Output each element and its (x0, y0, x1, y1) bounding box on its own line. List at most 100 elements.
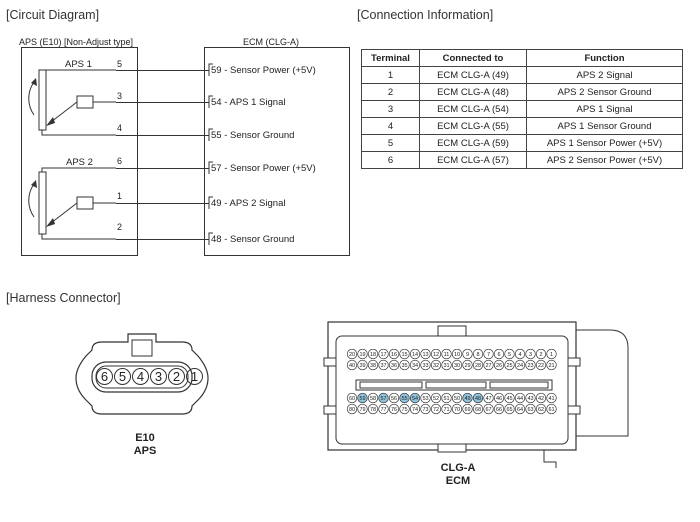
svg-text:65: 65 (506, 407, 512, 413)
wire-pin3 (116, 102, 209, 103)
svg-text:21: 21 (548, 363, 554, 369)
e10-pin: 4 (132, 368, 149, 385)
header-terminal: Terminal (361, 49, 420, 67)
svg-text:66: 66 (496, 407, 502, 413)
ecm-pin-76: 76 (388, 403, 400, 415)
ecm-pin-11: 11 (441, 349, 452, 360)
svg-text:31: 31 (443, 363, 449, 369)
harness-connector-heading: [Harness Connector] (6, 291, 121, 305)
header-function: Function (526, 49, 683, 67)
aps1-label: APS 1 (65, 59, 92, 70)
svg-text:75: 75 (401, 407, 407, 413)
svg-text:12: 12 (433, 352, 439, 358)
svg-text:9: 9 (466, 352, 469, 358)
ecm-pin-35: 35 (399, 359, 410, 371)
ecm-pin-2: 2 (535, 349, 547, 360)
ecm-pin-34: 34 (409, 359, 421, 371)
ecm-pin-54: 54 (409, 392, 421, 404)
svg-text:6: 6 (497, 352, 500, 358)
pin-number-5: 5 (117, 59, 123, 69)
svg-text:70: 70 (454, 407, 460, 413)
svg-text:44: 44 (517, 396, 523, 402)
pin-number-4: 4 (117, 123, 123, 133)
ecm-pin-6: 6 (493, 349, 505, 360)
ecm-pin-53: 53 (420, 392, 431, 404)
ecm-pin-56: 56 (388, 392, 400, 404)
svg-text:52: 52 (433, 396, 439, 402)
ecm-pin-60: 60 (346, 392, 358, 404)
pin-number-6: 6 (117, 156, 123, 166)
ecm-pin-72: 72 (430, 403, 442, 415)
svg-text:33: 33 (422, 363, 428, 369)
svg-text:37: 37 (380, 363, 386, 369)
cell-connected-to: ECM CLG-A (48) (419, 83, 527, 101)
ecm-pin-39: 39 (357, 359, 368, 371)
ecm-pin-73: 73 (420, 403, 431, 415)
svg-text:36: 36 (391, 363, 397, 369)
ecm-pin-42: 42 (535, 392, 547, 404)
aps-sensor-box (21, 47, 138, 256)
wire-pin1 (116, 203, 209, 204)
svg-text:76: 76 (391, 407, 397, 413)
svg-text:79: 79 (359, 407, 365, 413)
e10-pin: 5 (114, 368, 131, 385)
ecm-pin-57: 57 (378, 392, 389, 404)
ecm-pin-10: 10 (451, 349, 463, 360)
pin-number-2: 2 (117, 222, 123, 232)
ecm-pin-63: 63 (525, 403, 536, 415)
svg-text:43: 43 (527, 396, 533, 402)
svg-text:74: 74 (412, 407, 418, 413)
ecm-pin-24: 24 (514, 359, 526, 371)
svg-text:29: 29 (464, 363, 470, 369)
cell-connected-to: ECM CLG-A (55) (419, 117, 527, 135)
svg-text:25: 25 (506, 363, 512, 369)
svg-text:47: 47 (485, 396, 491, 402)
ecm-pin-79: 79 (357, 403, 368, 415)
svg-text:32: 32 (433, 363, 439, 369)
ecm-pin-44: 44 (514, 392, 526, 404)
cell-function: APS 1 Sensor Ground (526, 117, 683, 135)
svg-text:10: 10 (454, 352, 460, 358)
svg-text:50: 50 (454, 396, 460, 402)
svg-text:2: 2 (539, 352, 542, 358)
ecm-pin-75: 75 (399, 403, 410, 415)
ecm-pin-59: 59 (357, 392, 368, 404)
cell-connected-to: ECM CLG-A (49) (419, 66, 527, 84)
ecm-pin-18: 18 (367, 349, 379, 360)
svg-text:24: 24 (517, 363, 523, 369)
cell-function: APS 2 Sensor Power (+5V) (526, 151, 683, 169)
ecm-pin-5: 5 (504, 349, 515, 360)
ecm-pin-55: 55 (399, 392, 410, 404)
ecm-pin-33: 33 (420, 359, 431, 371)
svg-text:80: 80 (349, 407, 355, 413)
svg-text:30: 30 (454, 363, 460, 369)
ecm-pin-80: 80 (346, 403, 358, 415)
svg-text:13: 13 (422, 352, 428, 358)
ecm-pin-62: 62 (535, 403, 547, 415)
ecm-pin-61: 61 (546, 403, 557, 415)
ecm-pin-40: 40 (346, 359, 358, 371)
ecm-pin-55: 55 - Sensor Ground (211, 130, 295, 141)
ecm-pin-23: 23 (525, 359, 536, 371)
ecm-pin-58: 58 (367, 392, 379, 404)
svg-text:3: 3 (529, 352, 532, 358)
ecm-pin-36: 36 (388, 359, 400, 371)
svg-text:28: 28 (475, 363, 481, 369)
cell-terminal: 6 (361, 151, 420, 169)
svg-text:53: 53 (422, 396, 428, 402)
svg-text:45: 45 (506, 396, 512, 402)
svg-text:38: 38 (370, 363, 376, 369)
ecm-pin-49: 49 (462, 392, 473, 404)
svg-text:39: 39 (359, 363, 365, 369)
ecm-pin-8: 8 (472, 349, 484, 360)
circuit-diagram-heading: [Circuit Diagram] (6, 8, 100, 22)
svg-text:8: 8 (476, 352, 479, 358)
ecm-pin-48: 48 - Sensor Ground (211, 234, 295, 245)
pin-number-1: 1 (117, 191, 123, 201)
cell-terminal: 2 (361, 83, 420, 101)
svg-text:72: 72 (433, 407, 439, 413)
